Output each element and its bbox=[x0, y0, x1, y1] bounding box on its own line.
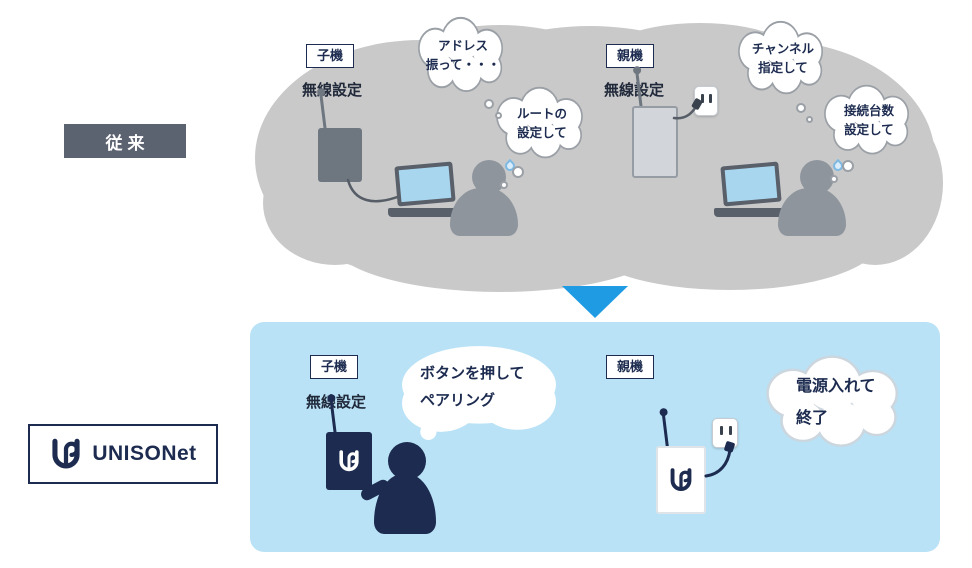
speech-text: 電源入れて 終了 bbox=[760, 352, 912, 454]
bubble-line-2: ペアリング bbox=[420, 392, 496, 409]
unisonet-logo-text: UNISONet bbox=[92, 442, 197, 465]
bubble-line-2: 設定して bbox=[517, 126, 567, 140]
thought-dot bbox=[495, 112, 502, 119]
conv-parent-setting-label: 無線設定 bbox=[604, 82, 665, 99]
outlet-slot bbox=[720, 426, 723, 435]
uni-child-device-tag: 子機 bbox=[310, 355, 359, 379]
conv-child-laptop bbox=[388, 161, 472, 218]
conventional-banner: 従来 bbox=[64, 124, 186, 158]
bubble-line-1: ボタンを押して bbox=[420, 365, 525, 382]
uni-parent-speech-cloud: 電源入れて 終了 bbox=[760, 352, 912, 454]
speech-text: ボタンを押して ペアリング bbox=[398, 342, 560, 440]
conv-parent-thought-devices: 接続台数 設定して bbox=[820, 82, 918, 160]
bubble-line-1: アドレス bbox=[437, 38, 488, 53]
thought-dot bbox=[512, 166, 524, 178]
person-body bbox=[778, 188, 846, 236]
thought-text: アドレス 振って・・・ bbox=[414, 14, 512, 98]
uni-child-user bbox=[358, 440, 438, 536]
uni-child-speech-bubble: ボタンを押して ペアリング bbox=[398, 342, 560, 440]
conv-child-router bbox=[318, 128, 362, 182]
thought-dot bbox=[842, 160, 854, 172]
down-arrow-icon bbox=[562, 286, 628, 318]
thought-dot bbox=[830, 175, 838, 183]
outlet-slot bbox=[701, 94, 704, 103]
person-body bbox=[450, 188, 518, 236]
thought-dot bbox=[484, 99, 494, 109]
power-plug-icon bbox=[724, 441, 735, 453]
unisonet-mark-icon bbox=[339, 450, 359, 472]
conv-parent-device-tag: 親機 bbox=[606, 44, 655, 68]
speech-blob-icon bbox=[402, 346, 556, 440]
conv-child-setting-label: 無線設定 bbox=[302, 82, 363, 99]
thought-text: 接続台数 設定して bbox=[820, 82, 918, 160]
conv-child-cable bbox=[346, 178, 402, 203]
bubble-line-1: チャンネル bbox=[751, 41, 815, 56]
uni-parent-power-cable bbox=[704, 441, 735, 478]
power-plug-icon bbox=[691, 98, 703, 110]
unisonet-logo-box: UNISONet bbox=[28, 424, 218, 484]
conv-parent-laptop bbox=[714, 161, 798, 218]
conv-parent-engineer bbox=[778, 160, 848, 236]
bubble-line-2: 指定して bbox=[758, 61, 808, 75]
bubble-line-1: ルートの bbox=[516, 106, 567, 121]
uni-child-router bbox=[326, 432, 372, 490]
outlet-slot bbox=[709, 94, 712, 103]
conv-child-thought-route: ルートの 設定して bbox=[492, 84, 592, 164]
conv-parent-thought-channel: チャンネル 指定して bbox=[734, 18, 832, 100]
conv-parent-power-cable bbox=[672, 98, 703, 120]
person-head bbox=[388, 442, 426, 480]
bubble-line-1: 接続台数 bbox=[843, 103, 894, 118]
bubble-line-2: 設定して bbox=[844, 123, 894, 137]
outlet-slot bbox=[729, 426, 732, 435]
laptop-base bbox=[714, 208, 794, 217]
thought-dot bbox=[806, 116, 813, 123]
bubble-line-2: 終了 bbox=[796, 410, 829, 427]
laptop-base bbox=[388, 208, 468, 217]
conv-child-engineer bbox=[450, 160, 520, 236]
laptop-screen bbox=[720, 161, 782, 207]
unisonet-logo-mark-icon bbox=[49, 437, 83, 471]
thought-dot bbox=[500, 181, 508, 189]
conv-child-thought-address: アドレス 振って・・・ bbox=[414, 14, 512, 98]
conv-parent-router bbox=[632, 106, 678, 178]
uni-parent-device-tag: 親機 bbox=[606, 355, 655, 379]
thought-text: チャンネル 指定して bbox=[734, 18, 832, 100]
thought-text: ルートの 設定して bbox=[492, 84, 592, 164]
bubble-line-1: 電源入れて bbox=[796, 378, 876, 395]
uni-parent-router bbox=[656, 446, 706, 514]
unisonet-mark-icon bbox=[670, 468, 692, 492]
uni-child-setting-label: 無線設定 bbox=[306, 394, 367, 411]
conv-child-device-tag: 子機 bbox=[306, 44, 355, 68]
bubble-line-2: 振って・・・ bbox=[425, 58, 501, 72]
thought-dot bbox=[796, 103, 806, 113]
laptop-screen bbox=[394, 161, 456, 207]
